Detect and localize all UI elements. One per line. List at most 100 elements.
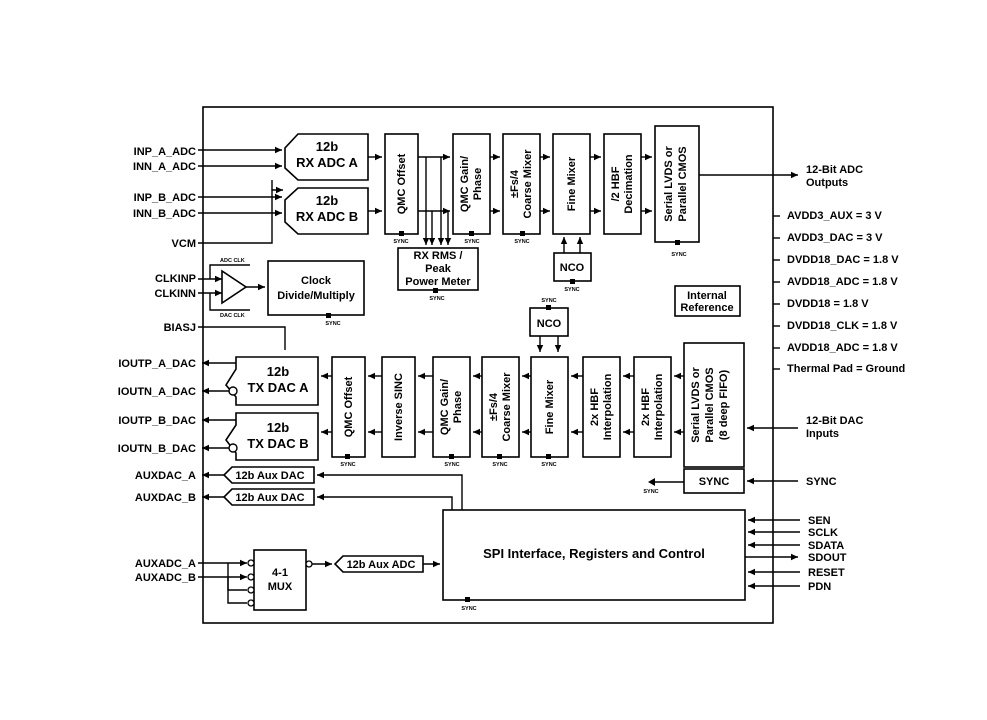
- svg-text:MUX: MUX: [268, 581, 293, 593]
- svg-text:RX RMS /: RX RMS /: [414, 250, 463, 262]
- rx-adc-a-line1: 12b: [316, 139, 338, 154]
- dac-output-pins: IOUTP_A_DAC IOUTN_A_DAC IOUTP_B_DAC IOUT…: [118, 358, 236, 455]
- svg-text:Peak: Peak: [425, 263, 452, 275]
- pin-auxdac-a: AUXDAC_A: [135, 470, 196, 482]
- svg-text:AVDD18_ADC = 1.8 V: AVDD18_ADC = 1.8 V: [787, 342, 898, 354]
- svg-text:Serial LVDS or: Serial LVDS or: [690, 366, 702, 442]
- svg-text:SYNC: SYNC: [564, 287, 579, 293]
- svg-text:SDOUT: SDOUT: [808, 552, 847, 564]
- svg-text:12b Aux DAC: 12b Aux DAC: [235, 492, 304, 504]
- pin-vcm: VCM: [172, 238, 196, 250]
- svg-text:SYNC: SYNC: [699, 476, 730, 488]
- svg-text:SYNC: SYNC: [643, 489, 658, 495]
- svg-text:4-1: 4-1: [272, 567, 288, 579]
- sync-arrow-icon: [648, 478, 655, 486]
- svg-text:12b: 12b: [267, 364, 289, 379]
- pin-inp-b-adc: INP_B_ADC: [134, 192, 196, 204]
- clock-inputs: CLKINP CLKINN ADC CLK DAC CLK: [154, 258, 265, 319]
- adc-clk-label: ADC CLK: [220, 258, 245, 264]
- svg-text:AVDD3_DAC = 3 V: AVDD3_DAC = 3 V: [787, 232, 883, 244]
- tx-qmc-gain-phase: QMC Gain/ Phase SYNC: [432, 356, 471, 468]
- svg-text:Power Meter: Power Meter: [405, 276, 471, 288]
- aux-dac-a: 12b Aux DAC: [222, 466, 315, 484]
- svg-text:12b Aux ADC: 12b Aux ADC: [347, 559, 416, 571]
- svg-text:QMC Offset: QMC Offset: [343, 376, 355, 437]
- svg-text:Fine Mixer: Fine Mixer: [544, 379, 556, 434]
- rx-adc-b: 12b RX ADC B: [284, 187, 369, 235]
- svg-text:DVDD18 = 1.8 V: DVDD18 = 1.8 V: [787, 298, 869, 310]
- rx-serial-output: Serial LVDS or Parallel CMOS SYNC: [654, 125, 700, 258]
- clock-divide-multiply: Clock Divide/Multiply SYNC: [267, 260, 365, 327]
- svg-text:SYNC: SYNC: [429, 296, 444, 302]
- supply-pins: AVDD3_AUX = 3 V AVDD3_DAC = 3 V DVDD18_D…: [773, 210, 905, 375]
- tx-dac-b-inverting-circle: [228, 443, 238, 453]
- svg-text:SEN: SEN: [808, 515, 831, 527]
- spi-interface-block: SPI Interface, Registers and Control SYN…: [442, 509, 746, 612]
- rx-fine-mixer: Fine Mixer: [552, 133, 591, 235]
- svg-text:2x HBF: 2x HBF: [589, 388, 601, 426]
- rx-adc-b-line2: RX ADC B: [296, 209, 358, 224]
- tx-nco: NCO SYNC: [529, 298, 569, 337]
- svg-text:(8 deep FIFO): (8 deep FIFO): [718, 370, 730, 441]
- svg-text:Coarse Mixer: Coarse Mixer: [501, 372, 513, 442]
- tx-coarse-mixer: ±Fs/4 Coarse Mixer SYNC: [481, 356, 520, 468]
- svg-text:Reference: Reference: [680, 302, 733, 314]
- pin-ioutp-b-dac: IOUTP_B_DAC: [118, 415, 196, 427]
- svg-text:Phase: Phase: [452, 391, 464, 423]
- svg-text:Internal: Internal: [687, 290, 727, 302]
- svg-text:SYNC: SYNC: [541, 462, 556, 468]
- svg-text:Inverse SINC: Inverse SINC: [393, 373, 405, 441]
- pin-inn-b-adc: INN_B_ADC: [133, 208, 196, 220]
- svg-text:SYNC: SYNC: [325, 321, 340, 327]
- svg-text:Decimation: Decimation: [623, 154, 635, 214]
- svg-text:Coarse Mixer: Coarse Mixer: [522, 149, 534, 219]
- pin-auxadc-a: AUXADC_A: [135, 558, 196, 570]
- tx-dac-a-inverting-circle: [228, 386, 238, 396]
- rx-qmc-offset-label: QMC Offset: [396, 153, 408, 214]
- spi-pins: SEN SCLK SDATA SDOUT RESET PDN: [745, 515, 847, 593]
- svg-text:SYNC: SYNC: [340, 462, 355, 468]
- tx-dac-a: 12b TX DAC A: [225, 356, 319, 406]
- mux-input-circle-3: [247, 586, 255, 594]
- svg-text:2x HBF: 2x HBF: [640, 388, 652, 426]
- svg-text:RESET: RESET: [808, 567, 845, 579]
- rx-adc-a: 12b RX ADC A: [284, 133, 369, 181]
- tx-inverse-sinc: Inverse SINC: [381, 356, 416, 458]
- tx-interpolation-2: 2x HBF Interpolation: [633, 356, 672, 458]
- svg-text:SCLK: SCLK: [808, 527, 838, 539]
- svg-text:±Fs/4: ±Fs/4: [488, 392, 500, 421]
- rx-adc-a-line2: RX ADC A: [296, 155, 358, 170]
- pin-ioutn-a-dac: IOUTN_A_DAC: [118, 386, 196, 398]
- pin-ioutn-b-dac: IOUTN_B_DAC: [118, 443, 196, 455]
- svg-text:Divide/Multiply: Divide/Multiply: [277, 290, 356, 302]
- dac-clk-label: DAC CLK: [220, 313, 245, 319]
- svg-text:NCO: NCO: [537, 318, 562, 330]
- aux-adc: 12b Aux ADC: [333, 555, 424, 573]
- svg-text:Thermal Pad = Ground: Thermal Pad = Ground: [787, 363, 905, 375]
- aux-mux: 4-1 MUX: [247, 549, 313, 611]
- tx-serial-input: Serial LVDS or Parallel CMOS (8 deep FIF…: [683, 342, 745, 468]
- adc-input-pins: INP_A_ADC INN_A_ADC INP_B_ADC INN_B_ADC …: [133, 146, 283, 250]
- rx-coarse-mixer: ±Fs/4 Coarse Mixer SYNC: [502, 133, 541, 245]
- svg-text:Parallel CMOS: Parallel CMOS: [677, 146, 689, 221]
- svg-text:SPI Interface, Registers and C: SPI Interface, Registers and Control: [483, 546, 705, 561]
- svg-text:Interpolation: Interpolation: [602, 373, 614, 440]
- svg-text:12b Aux DAC: 12b Aux DAC: [235, 470, 304, 482]
- pin-biasj: BIASJ: [164, 322, 196, 334]
- svg-text:DVDD18_CLK = 1.8 V: DVDD18_CLK = 1.8 V: [787, 320, 898, 332]
- svg-text:NCO: NCO: [560, 262, 585, 274]
- svg-text:±Fs/4: ±Fs/4: [509, 169, 521, 198]
- svg-text:QMC Gain/: QMC Gain/: [459, 156, 471, 212]
- rx-qmc-gain-phase: QMC Gain/ Phase SYNC: [452, 133, 491, 245]
- tx-interpolation-1: 2x HBF Interpolation: [582, 356, 621, 458]
- svg-text:TX DAC A: TX DAC A: [248, 380, 310, 395]
- adc-outputs-label-1: 12-Bit ADC: [806, 164, 863, 176]
- svg-text:SYNC: SYNC: [461, 606, 476, 612]
- pin-auxdac-b: AUXDAC_B: [135, 492, 196, 504]
- dac-inputs-label-2: Inputs: [806, 428, 839, 440]
- svg-text:SYNC: SYNC: [464, 239, 479, 245]
- tx-qmc-offset: QMC Offset SYNC: [331, 356, 366, 468]
- svg-text:SDATA: SDATA: [808, 540, 844, 552]
- mux-input-circle-2: [247, 573, 255, 581]
